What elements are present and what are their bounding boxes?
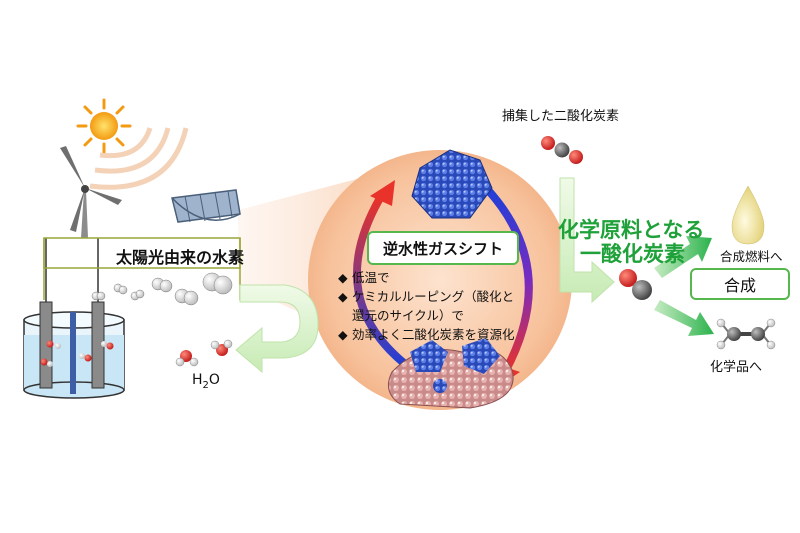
sun-icon <box>76 98 132 154</box>
catalyst-cluster-bottom <box>387 338 514 409</box>
bullet-marker: ◆ <box>338 327 348 342</box>
bullet-text: ケミカルルーピング（酸化と <box>352 289 515 304</box>
arrow-to-fuel <box>654 236 712 278</box>
bullet-3: ◆ 効率よく二酸化炭素を資源化 <box>338 325 515 344</box>
bullet-text: 効率よく二酸化炭素を資源化 <box>352 327 515 342</box>
to-chemicals-label: 化学品へ <box>710 360 763 375</box>
cycle-arrow-left <box>352 194 414 372</box>
catalyst-cluster-top <box>411 149 493 219</box>
electrolyzer-icon <box>23 238 125 399</box>
co2-molecule <box>541 136 583 164</box>
bullet-marker: ◆ <box>338 270 348 285</box>
water-h: H <box>192 372 203 388</box>
feedstock-label-line2: 一酸化炭素 <box>580 242 685 266</box>
sunlight-arcs <box>89 127 189 190</box>
fuel-droplet-icon <box>731 185 765 245</box>
captured-co2-label: 捕集した二酸化炭素 <box>502 109 620 124</box>
water-o: O <box>208 372 220 388</box>
water-sub: 2 <box>202 379 209 391</box>
bullet-marker: ◆ <box>338 289 348 304</box>
water-molecules <box>175 339 233 367</box>
solar-hydrogen-label: 太陽光由来の水素 <box>116 248 245 267</box>
cycle-arrow-right <box>484 186 533 376</box>
rwgs-title-box: 逆水性ガスシフト <box>367 231 519 265</box>
bullet-2-cont: 還元のサイクル）で <box>352 306 464 325</box>
co2-input-arrow <box>559 177 615 304</box>
water-output-arrow <box>235 284 319 374</box>
solar-panel-icon <box>171 189 241 223</box>
to-fuel-label: 合成燃料へ <box>720 249 783 264</box>
bullet-1: ◆ 低温で <box>338 268 390 287</box>
bullet-2: ◆ ケミカルルーピング（酸化と <box>338 287 514 306</box>
water-formula: H2O <box>192 372 220 391</box>
bullet-text: 低温で <box>352 270 390 285</box>
arrow-to-chemicals <box>654 300 714 336</box>
rwgs-title: 逆水性ガスシフト <box>382 239 503 258</box>
feedstock-label-line1: 化学原料となる <box>558 218 705 242</box>
synthesis-label: 合成 <box>723 276 756 295</box>
hydrogen-molecules <box>91 272 233 306</box>
co-molecule <box>619 269 652 300</box>
wind-turbine-icon <box>60 146 122 238</box>
chemical-molecule-icon <box>716 318 776 350</box>
cycle-arrowhead-top <box>370 180 395 206</box>
bullet-text-cont: 還元のサイクル）で <box>352 308 464 323</box>
synthesis-box: 合成 <box>690 268 790 300</box>
